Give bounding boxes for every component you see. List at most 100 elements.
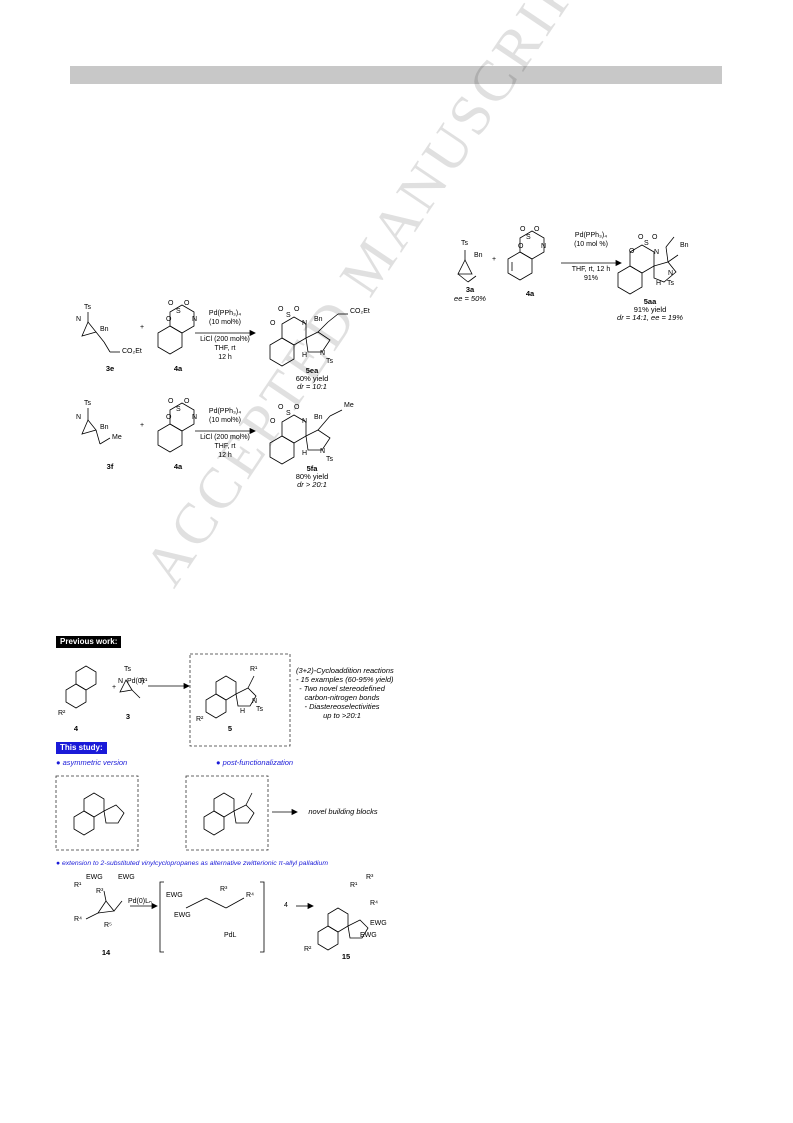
atom: Ts [256,706,263,713]
atom: Ts [124,666,131,673]
highlight: - 15 examples (60-95% yield) [296,675,394,684]
atom: R⁵ [104,922,112,929]
compound-dr: dr = 14:1, ee = 19% [617,313,683,322]
atom: O [294,404,300,411]
atom: N [252,698,258,705]
condition: THF, rt, 12 h [571,266,611,273]
condition: (10 mol %) [574,241,608,248]
scheme-e: Ts N Bn CO₂Et + O S O O N Pd(PPh₃)₄ (10 … [70,300,390,391]
atom: Bn [314,316,323,323]
compound-label: 5fa [306,464,318,473]
atom: O [638,234,644,241]
atom: Bn [314,414,323,421]
atom: O [184,398,190,405]
atom: O [168,300,174,307]
atom: Me [344,402,354,409]
plus-sign: + [492,256,497,263]
atom: N [668,270,674,277]
condition: LiCl (200 mol%) [200,434,250,441]
compound-label: 3a [465,285,475,294]
compound-yield: 80% yield [295,472,329,481]
bullet-post-functionalization: ● post-functionalization [216,758,294,767]
atom: CO₂Et [122,348,142,355]
compound-dr: dr = 10:1 [297,382,327,391]
compound-label: 5ea [305,366,319,375]
condition: Pd(PPh₃)₄ [208,310,242,317]
atom: O [278,404,284,411]
atom: Ts [84,304,91,311]
condition: Pd(PPh₃)₄ [208,408,242,415]
compound-yield: 91% yield [633,305,667,314]
atom: R¹ [74,882,82,889]
atom: R¹ [350,882,358,889]
highlight: - Diastereoselectivities [304,702,380,711]
highlight: - Two novel stereodefined [299,684,385,693]
atom: Ts [326,358,333,365]
bullet-asymmetric: ● asymmetric version [56,758,128,767]
highlight: up to >20:1 [323,711,361,720]
atom: N [76,316,82,323]
atom: H [302,450,308,457]
atom: O [652,234,658,241]
atom: N [192,414,198,421]
compound-label: 3f [106,462,114,471]
plus-sign: + [140,422,145,429]
atom: S [176,308,181,315]
atom: PdL [224,932,237,939]
highlight: (3+2)-Cycloaddition reactions [296,666,394,675]
atom: N [654,249,660,256]
atom: O [294,306,300,313]
atom: R² [58,710,66,717]
atom: EWG [370,920,387,927]
atom: R¹ [250,666,258,673]
condition: THF, rt [214,345,236,352]
compound-label: 3e [105,364,115,373]
atom: R⁴ [370,900,379,907]
atom: EWG [86,874,103,881]
atom: O [520,226,526,233]
compound-label: 15 [341,952,351,961]
atom: 4 [284,902,288,909]
atom: O [166,316,172,323]
compound-note: ee = 50% [454,294,486,303]
condition: 12 h [218,452,232,459]
building-blocks-label: novel building blocks [308,807,378,816]
atom: R³ [220,886,228,893]
condition: (10 mol%) [209,417,241,424]
compound-label: 4a [173,364,183,373]
atom: O [184,300,190,307]
atom: N [302,418,308,425]
atom: N [320,448,326,455]
atom: N [118,678,124,685]
condition: Pd(PPh₃)₄ [574,232,608,239]
plus-sign: + [140,324,145,331]
condition: THF, rt [214,443,236,450]
atom: Pd(0)Lₙ [128,898,152,905]
atom: CO₂Et [350,308,370,315]
highlight: carbon-nitrogen bonds [304,693,380,702]
atom: EWG [166,892,183,899]
atom: N [541,243,547,250]
atom: H [656,280,662,287]
atom: O [629,248,635,255]
scheme-top: Ts Bn O S O O N Pd(PPh₃)₄ (10 mol %) THF… [440,222,730,322]
compound-yield: 60% yield [295,374,329,383]
atom: N [302,320,308,327]
atom: R³ [366,874,374,881]
bullet-extension: ● extension to 2-substituted vinylcyclop… [56,860,328,867]
compound-label: 3 [125,712,131,721]
atom: R² [304,946,312,953]
scheme-f-structures [81,402,343,465]
compound-label: 14 [101,948,111,957]
atom: Ts [326,456,333,463]
compound-dr: dr > 20:1 [297,480,327,489]
previous-work-structures [55,653,369,953]
atom: S [526,234,531,241]
atom: Ts [84,400,91,407]
header-bar [70,66,722,84]
atom: Bn [100,326,109,333]
atom: EWG [174,912,191,919]
atom: N [320,350,326,357]
atom: O [270,418,276,425]
condition: 91% [583,275,598,282]
